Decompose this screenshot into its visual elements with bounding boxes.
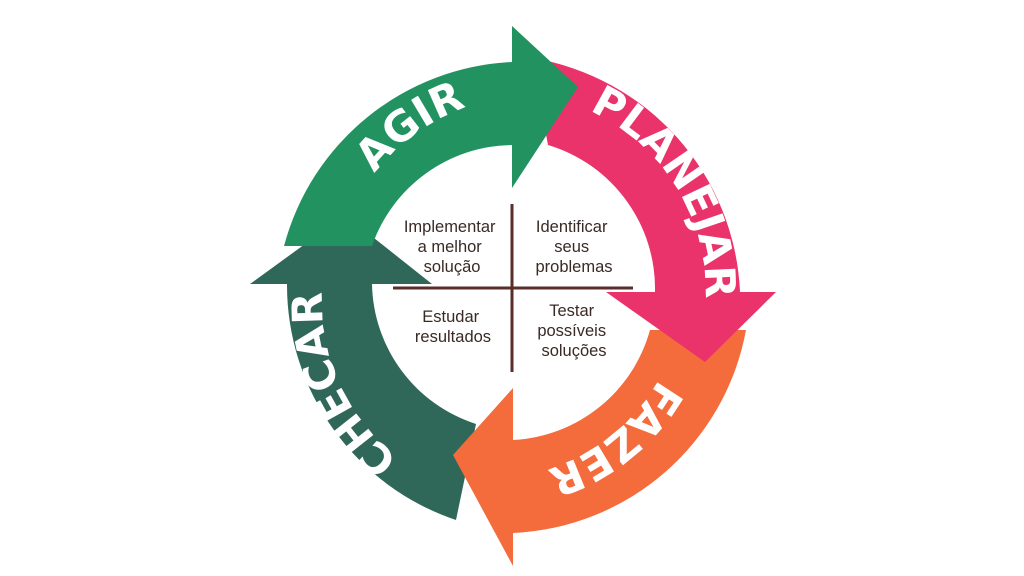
arrow-fazer	[453, 330, 746, 566]
arrow-checar	[250, 215, 476, 520]
quadrant-top-right: Identificar seus problemas	[535, 218, 612, 276]
arrow-planejar	[532, 58, 776, 362]
quadrant-bottom-right: Testar possíveis soluções	[537, 302, 610, 360]
quadrant-top-left: Implementar a melhor solução	[404, 218, 500, 276]
arrow-agir	[284, 26, 578, 246]
quadrant-bottom-left: Estudar resultados	[415, 308, 491, 346]
